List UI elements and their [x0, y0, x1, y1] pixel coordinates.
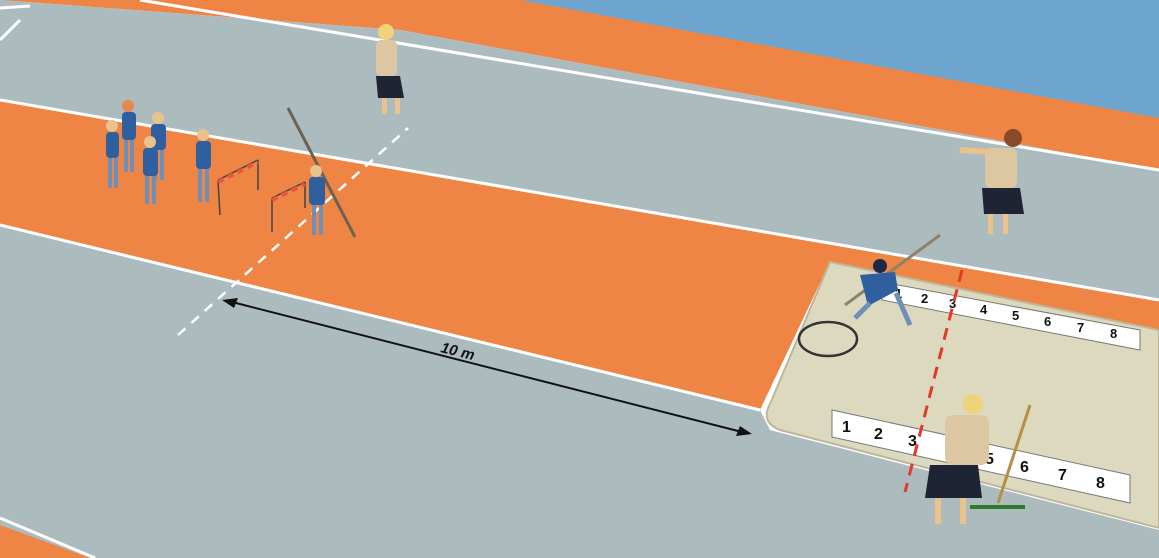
near-number-8: 8	[1096, 475, 1105, 492]
far-number-2: 2	[921, 291, 928, 306]
far-number-4: 4	[980, 302, 988, 317]
far-number-6: 6	[1044, 314, 1051, 329]
near-number-6: 6	[1020, 459, 1029, 476]
near-number-2: 2	[874, 426, 883, 443]
far-number-5: 5	[1012, 308, 1019, 323]
lane-line	[0, 6, 30, 8]
near-number-1: 1	[842, 419, 851, 436]
far-number-7: 7	[1077, 320, 1084, 335]
near-number-7: 7	[1058, 467, 1067, 484]
far-number-8: 8	[1110, 326, 1117, 341]
